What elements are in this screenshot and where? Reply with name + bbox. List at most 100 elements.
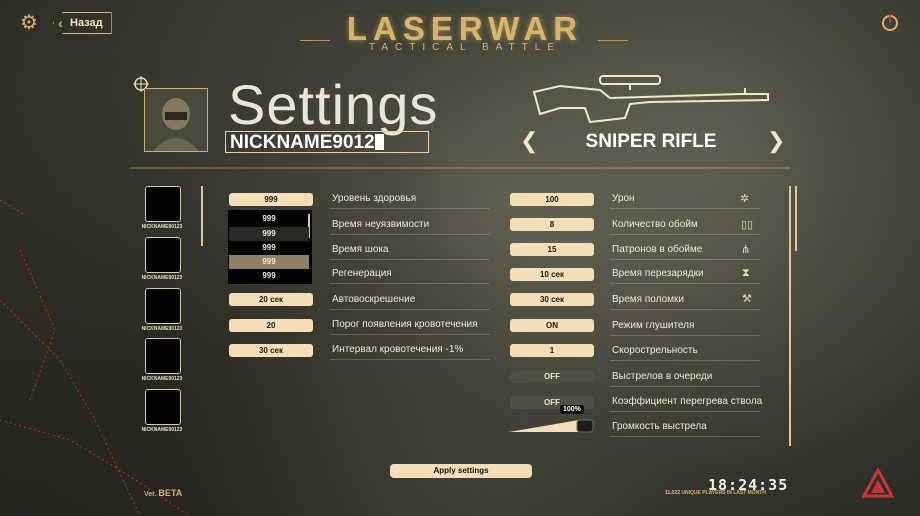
- rounds-value[interactable]: 15: [510, 243, 594, 256]
- title-rule-left: [300, 40, 330, 41]
- dropdown-option-5[interactable]: 999: [262, 271, 276, 280]
- rounds-label: Патронов в обойме: [612, 244, 703, 255]
- row-divider: [610, 234, 760, 235]
- nickname-input[interactable]: NICKNAME9012: [225, 131, 429, 153]
- silencer-label: Режим глушителя: [612, 320, 695, 331]
- damage-label: Урон: [612, 193, 635, 204]
- nickname-value: NICKNAME9012: [230, 132, 375, 153]
- player-slot-3[interactable]: [145, 288, 181, 324]
- player-slot-2[interactable]: [145, 237, 181, 273]
- hammer-icon: ⚒: [742, 293, 752, 305]
- settings-scrollbar-thumb[interactable]: [795, 186, 797, 251]
- row-divider: [610, 335, 760, 336]
- row-divider: [330, 234, 490, 235]
- player-slot-4[interactable]: [145, 338, 181, 374]
- player-label-5: NICKNAME90123: [141, 427, 183, 433]
- row-divider: [610, 283, 760, 284]
- reload-value[interactable]: 10 сек: [510, 268, 594, 281]
- dropdown-option-2[interactable]: 999: [229, 227, 309, 241]
- gear-icon[interactable]: ⚙: [20, 12, 38, 34]
- invulnerability-label: Время неуязвимости: [332, 219, 430, 230]
- crosshair-icon: [133, 76, 149, 92]
- weapon-prev-button[interactable]: ❮: [520, 128, 539, 153]
- fire-rate-value[interactable]: 1: [510, 344, 594, 357]
- row-divider: [610, 386, 760, 387]
- row-divider: [330, 359, 490, 360]
- row-divider: [330, 283, 490, 284]
- row-divider: [610, 309, 760, 310]
- player-slot-1[interactable]: [145, 186, 181, 222]
- health-value[interactable]: 999: [229, 193, 313, 206]
- bleeding-threshold-label: Порог появления кровотечения: [332, 319, 478, 330]
- breakdown-label: Время поломки: [612, 294, 684, 305]
- soldier-portrait: [145, 89, 207, 151]
- row-divider: [330, 334, 490, 335]
- player-label-3: NICKNAME90123: [141, 326, 183, 332]
- bleeding-threshold-value[interactable]: 20: [229, 319, 313, 332]
- player-label-1: NICKNAME90123: [141, 224, 183, 230]
- magazines-value[interactable]: 8: [510, 218, 594, 231]
- apply-settings-button[interactable]: Apply settings: [390, 464, 532, 478]
- volume-label: Громкость выстрела: [612, 421, 707, 432]
- respawn-value[interactable]: 20 сек: [229, 293, 313, 306]
- row-divider: [330, 208, 490, 209]
- dropdown-scrollbar[interactable]: [308, 214, 310, 238]
- value-dropdown[interactable]: [228, 210, 312, 284]
- players-scrollbar[interactable]: [201, 186, 203, 246]
- sniper-rifle-icon: [530, 62, 772, 126]
- regeneration-label: Регенерация: [332, 268, 392, 279]
- players-count-text: UNIQUE PLAYERS IN LAST MONTH: [681, 490, 766, 496]
- weapon-next-button[interactable]: ❯: [767, 128, 786, 153]
- row-divider: [610, 259, 760, 260]
- laserwar-logo-icon: [861, 466, 895, 498]
- dropdown-option-1[interactable]: 999: [262, 214, 276, 223]
- volume-slider[interactable]: [509, 418, 595, 434]
- breakdown-value[interactable]: 30 сек: [510, 293, 594, 306]
- row-divider: [330, 309, 490, 310]
- power-icon[interactable]: [880, 12, 900, 32]
- logo-subtitle: TACTICAL BATTLE: [368, 42, 562, 53]
- bleeding-interval-value[interactable]: 30 сек: [229, 344, 313, 357]
- row-divider: [610, 436, 760, 437]
- dropdown-option-3[interactable]: 999: [262, 243, 276, 252]
- page-title: Settings: [228, 73, 439, 136]
- title-rule-right: [598, 40, 628, 41]
- row-divider: [330, 259, 490, 260]
- dropdown-option-4[interactable]: 999: [229, 255, 309, 269]
- magazines-label: Количество обойм: [612, 219, 698, 230]
- shock-label: Время шока: [332, 244, 389, 255]
- back-button-label: Назад: [70, 17, 103, 29]
- respawn-label: Автовоскрешение: [332, 294, 416, 305]
- players-count: 11,022 UNIQUE PLAYERS IN LAST MONTH: [665, 490, 766, 496]
- bleeding-interval-label: Интервал кровотечения -1%: [332, 344, 464, 355]
- volume-percent: 100%: [560, 405, 584, 414]
- player-label-4: NICKNAME90123: [141, 376, 183, 382]
- player-slot-5[interactable]: [145, 389, 181, 425]
- version-value: BETA: [158, 488, 183, 498]
- clock: 18:24:35: [708, 476, 789, 494]
- version-badge: Ver. BETA: [144, 488, 182, 498]
- back-button[interactable]: ‹ Назад: [53, 12, 112, 34]
- damage-icon: ✲: [740, 193, 750, 205]
- row-divider: [610, 360, 760, 361]
- burst-label: Выстрелов в очереди: [612, 371, 713, 382]
- reload-label: Время перезарядки: [612, 268, 704, 279]
- settings-scrollbar[interactable]: [789, 186, 791, 446]
- bullets-icon: ⋔: [741, 244, 751, 256]
- row-divider: [610, 208, 760, 209]
- players-count-value: 11,022: [665, 490, 681, 496]
- avatar[interactable]: [144, 88, 208, 152]
- player-label-2: NICKNAME90123: [141, 275, 183, 281]
- health-label: Уровень здоровья: [332, 193, 417, 204]
- burst-value[interactable]: OFF: [510, 370, 594, 383]
- fire-rate-label: Скорострельность: [612, 345, 698, 356]
- version-prefix: Ver.: [144, 491, 157, 498]
- damage-value[interactable]: 100: [510, 193, 594, 206]
- magazine-icon: ▯▯: [741, 219, 754, 231]
- logo-title: LASERWAR: [346, 10, 584, 47]
- text-cursor: [374, 134, 384, 150]
- row-divider: [610, 411, 760, 412]
- chevron-left-icon: ‹: [58, 15, 63, 31]
- silencer-value[interactable]: ON: [510, 319, 594, 332]
